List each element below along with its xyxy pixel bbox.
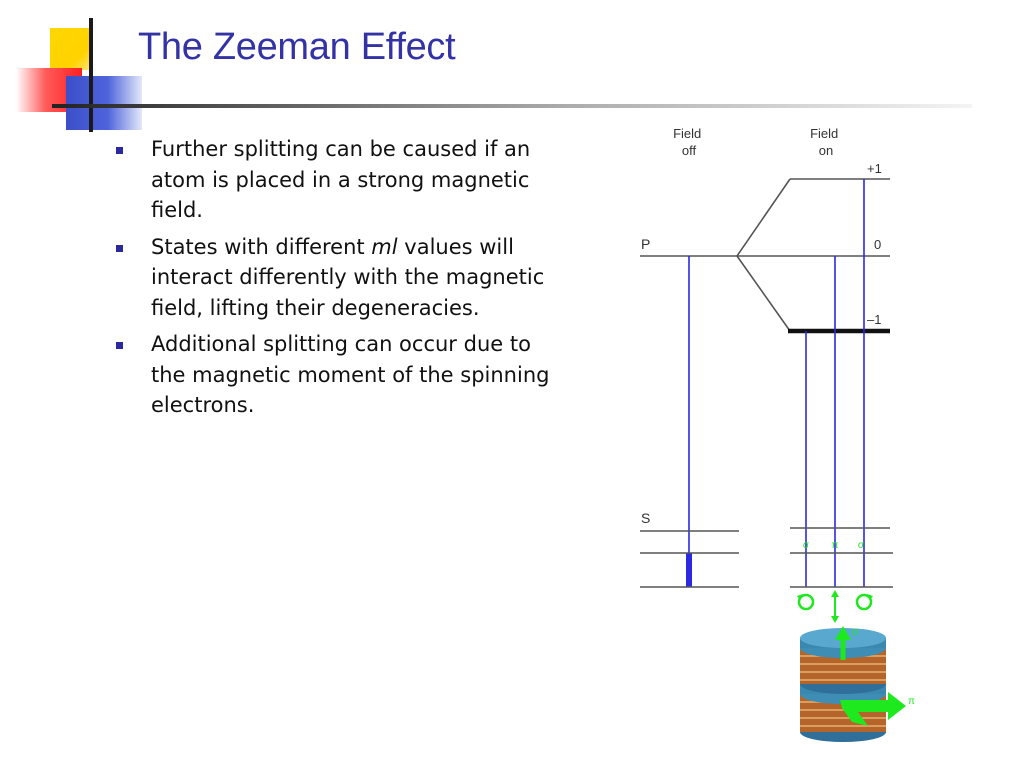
label-pi: π [832,540,839,551]
split-line-up [736,178,791,257]
bullet-item: Additional splitting can occur due to th… [112,329,552,421]
ml-label-zero: 0 [874,237,881,252]
bullet-text: values will interact differently with th… [151,234,545,320]
level-label-s: S [641,510,650,526]
circular-polarization-right-icon [855,593,873,611]
decor-vertical-line [89,18,93,132]
bullet-item: States with different ml values will int… [112,232,552,324]
header-field-on: Field on [810,126,842,158]
decor-blue-square [66,76,142,130]
level-label-p: P [641,236,650,252]
title-underline [52,104,972,108]
circular-polarization-left-icon [797,593,815,611]
ml-label-plus: +1 [867,161,882,176]
label-sigma-right: σ [858,540,865,551]
decor-yellow-square [50,28,92,70]
bullet-item: Further splitting can be caused if an at… [112,134,552,226]
slide-title: The Zeeman Effect [138,26,456,68]
bullet-square-icon [116,147,123,154]
bullet-italic-term: ml [371,234,398,259]
bullet-square-icon [116,244,123,252]
split-line-down [736,255,791,332]
label-sigma-left: σ [803,540,810,551]
header-field-off: Field off [673,126,705,158]
sigma-emission-arrow-icon: σ [835,626,859,660]
ml-label-minus: –1 [867,312,881,327]
svg-text:σ: σ [852,627,859,638]
bullet-text: Further splitting can be caused if an at… [151,137,531,222]
linear-polarization-arrow-icon [831,590,839,623]
svg-text:π: π [908,696,915,707]
pi-emission-arrow-icon: π [840,692,915,726]
bullet-list: Further splitting can be caused if an at… [112,134,552,427]
zeeman-diagram: Field off Field on P +1 0 –1 S σ π σ [640,126,915,742]
transition-field-off-thick [686,553,692,587]
bullet-text: Additional splitting can occur due to th… [151,332,550,417]
bullet-square-icon [116,342,123,349]
bullet-text: States with different [151,234,372,259]
